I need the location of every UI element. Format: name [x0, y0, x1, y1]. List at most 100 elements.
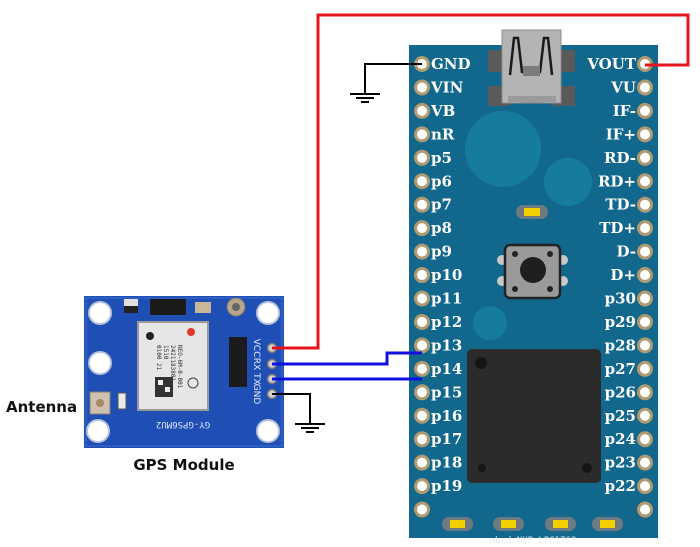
ground-symbol	[350, 93, 380, 103]
antenna-label: Antenna	[6, 398, 77, 416]
pin-p6[interactable]: p6	[414, 172, 452, 190]
pin-p7[interactable]: p7	[414, 196, 452, 214]
pin-label: p11	[431, 290, 462, 308]
pin-label: IF+	[606, 125, 636, 143]
pin-label: VU	[610, 78, 636, 96]
pin-p14[interactable]: p14	[414, 360, 462, 378]
reset-button[interactable]	[497, 243, 568, 300]
pin-d-[interactable]: D-	[616, 243, 653, 261]
pin-if+[interactable]: IF+	[606, 125, 653, 143]
pin-label: RD-	[604, 149, 636, 167]
wires	[272, 13, 690, 423]
pin-vu[interactable]: VU	[610, 78, 653, 96]
gps-board-label: GY-GPS6MU2	[156, 419, 210, 429]
wire-mbed-gnd[interactable]	[364, 63, 422, 93]
pin-if-[interactable]: IF-	[613, 102, 653, 120]
wire-gps-gnd[interactable]	[272, 393, 311, 423]
pin-p22[interactable]: p22	[605, 477, 653, 495]
ground-symbol	[295, 423, 325, 433]
chip-text: 0100 21	[155, 345, 162, 371]
pin-nc[interactable]	[414, 501, 430, 518]
chip-text: 1510	[162, 345, 169, 360]
pin-p23[interactable]: p23	[605, 454, 653, 472]
pin-label: p7	[431, 196, 452, 214]
pin-label: D+	[610, 266, 636, 284]
pin-p15[interactable]: p15	[414, 383, 462, 401]
pin-label: p30	[605, 290, 636, 308]
pin-label: p17	[431, 430, 462, 448]
pin-nc[interactable]	[637, 501, 653, 518]
pin-label: RD+	[598, 172, 636, 190]
pin-p24[interactable]: p24	[605, 430, 653, 448]
mounting-hole	[88, 351, 112, 375]
pin-vin[interactable]: VIN	[414, 78, 464, 96]
gps-pin-label: GND	[251, 384, 261, 405]
pin-td+[interactable]: TD+	[599, 219, 653, 237]
pin-p29[interactable]: p29	[605, 313, 653, 331]
pin-label: nR	[431, 125, 455, 143]
pin-label: p28	[605, 336, 636, 354]
pin-label: p22	[605, 477, 636, 495]
pin-p10[interactable]: p10	[414, 266, 462, 284]
board-silkscreen: mbed NXP LPC1768	[490, 536, 577, 546]
pin-label: TD-	[605, 196, 636, 214]
pin-td-[interactable]: TD-	[605, 196, 653, 214]
gps-module: NEO-6M-0-001 2421183801 1510 0100 21 GY-…	[84, 296, 284, 448]
pin-label: VIN	[430, 78, 464, 96]
chip-text: 2421183801	[169, 345, 176, 382]
pin-gnd[interactable]: GND	[414, 55, 471, 73]
pin-label: p18	[431, 454, 462, 472]
pin-p30[interactable]: p30	[605, 290, 653, 308]
pin-label: p29	[605, 313, 636, 331]
pin-rd+[interactable]: RD+	[598, 172, 653, 190]
pin-label: p8	[431, 219, 452, 237]
pin-p16[interactable]: p16	[414, 407, 462, 425]
pin-nr[interactable]: nR	[414, 125, 455, 143]
pin-p11[interactable]: p11	[414, 290, 462, 308]
board-decor-circle	[473, 306, 507, 340]
pin-label: p15	[431, 383, 462, 401]
pin-p25[interactable]: p25	[605, 407, 653, 425]
wire-vcc-to-vout[interactable]	[272, 13, 690, 350]
pin-label: p19	[431, 477, 462, 495]
mounting-hole	[86, 419, 110, 443]
pin-p28[interactable]: p28	[605, 336, 653, 354]
pin-label: p14	[431, 360, 462, 378]
pin-d+[interactable]: D+	[610, 266, 653, 284]
pin-p9[interactable]: p9	[414, 243, 452, 261]
pin-p26[interactable]: p26	[605, 383, 653, 401]
pin-p13[interactable]: p13	[414, 336, 462, 354]
pin-vout[interactable]: VOUT	[586, 55, 653, 73]
mbed-board: mbed NXP LPC1768 GND VIN VB nR p5 p6 p7 p8 p9 p10…	[409, 29, 658, 546]
pin-p19[interactable]: p19	[414, 477, 462, 495]
pin-label: p12	[431, 313, 462, 331]
pin-label: p5	[431, 149, 452, 167]
pin-p27[interactable]: p27	[605, 360, 653, 378]
pin-p17[interactable]: p17	[414, 430, 462, 448]
pin-label: p10	[431, 266, 462, 284]
wire-rx-to-p13[interactable]	[272, 351, 422, 366]
pin-p5[interactable]: p5	[414, 149, 452, 167]
pin-label: p16	[431, 407, 462, 425]
pin-label: p13	[431, 336, 462, 354]
status-led	[516, 205, 548, 219]
mounting-hole	[256, 301, 280, 325]
gps-module-label: GPS Module	[133, 456, 234, 474]
neo-6m-chip: NEO-6M-0-001 2421183801 1510 0100 21	[137, 321, 209, 411]
pin-p8[interactable]: p8	[414, 219, 452, 237]
pin-p12[interactable]: p12	[414, 313, 462, 331]
pin-label: VB	[430, 102, 455, 120]
pin-label: IF-	[613, 102, 636, 120]
pin-label: D-	[616, 243, 636, 261]
pin-rd-[interactable]: RD-	[604, 149, 653, 167]
board-decor-circle	[544, 158, 592, 206]
pin-label: p26	[605, 383, 636, 401]
pin-label: p23	[605, 454, 636, 472]
bottom-leds	[442, 517, 623, 531]
gps-pin-label: VCC	[251, 339, 261, 358]
pin-label: p25	[605, 407, 636, 425]
pin-p18[interactable]: p18	[414, 454, 462, 472]
mounting-hole	[88, 301, 112, 325]
pin-vb[interactable]: VB	[414, 102, 455, 120]
gps-pin-label: RX	[251, 358, 261, 370]
